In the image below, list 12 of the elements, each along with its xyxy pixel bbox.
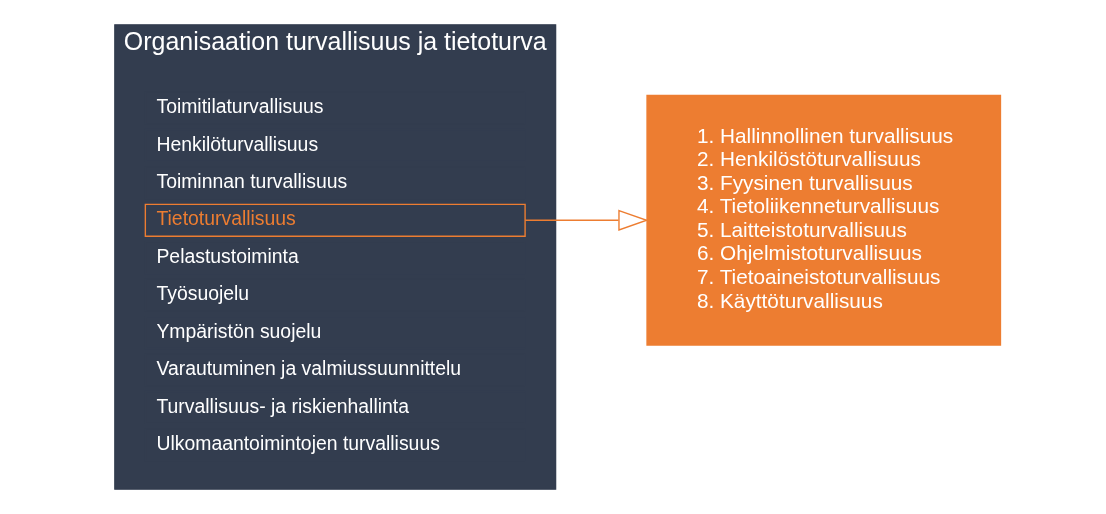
node-text: Ympäristön suojelu — [155, 319, 321, 342]
node-text: Henkilöturvallisuus — [155, 132, 318, 155]
node-box: Tietoturvallisuus — [144, 203, 526, 237]
arrow — [523, 209, 649, 231]
node-text: Toiminnan turvallisuus — [155, 169, 347, 192]
node-text: Turvallisuus- ja riskienhallinta — [155, 394, 409, 417]
node-box: 1. Hallinnollinen turvallisuus 2. Henkilöstöturvallisuus 3. Fyysinen turvallisuus 4. Tietoliikenneturvallisuus 5. Laitteistoturvallisuus 6. Ohjelmistoturvallisuus 7. Tietoaineistoturvallisuus 8. Käyttöturvallisuus — [645, 94, 1001, 346]
node-text: Pelastustoiminta — [155, 244, 299, 267]
node-text: Ulkomaantoimintojen turvallisuus — [155, 431, 440, 454]
node-text: Työsuojelu — [155, 282, 249, 305]
node-text: Toimitilaturvallisuus — [155, 95, 323, 118]
node-text: Varautuminen ja valmiussuunnittelu — [155, 357, 461, 380]
